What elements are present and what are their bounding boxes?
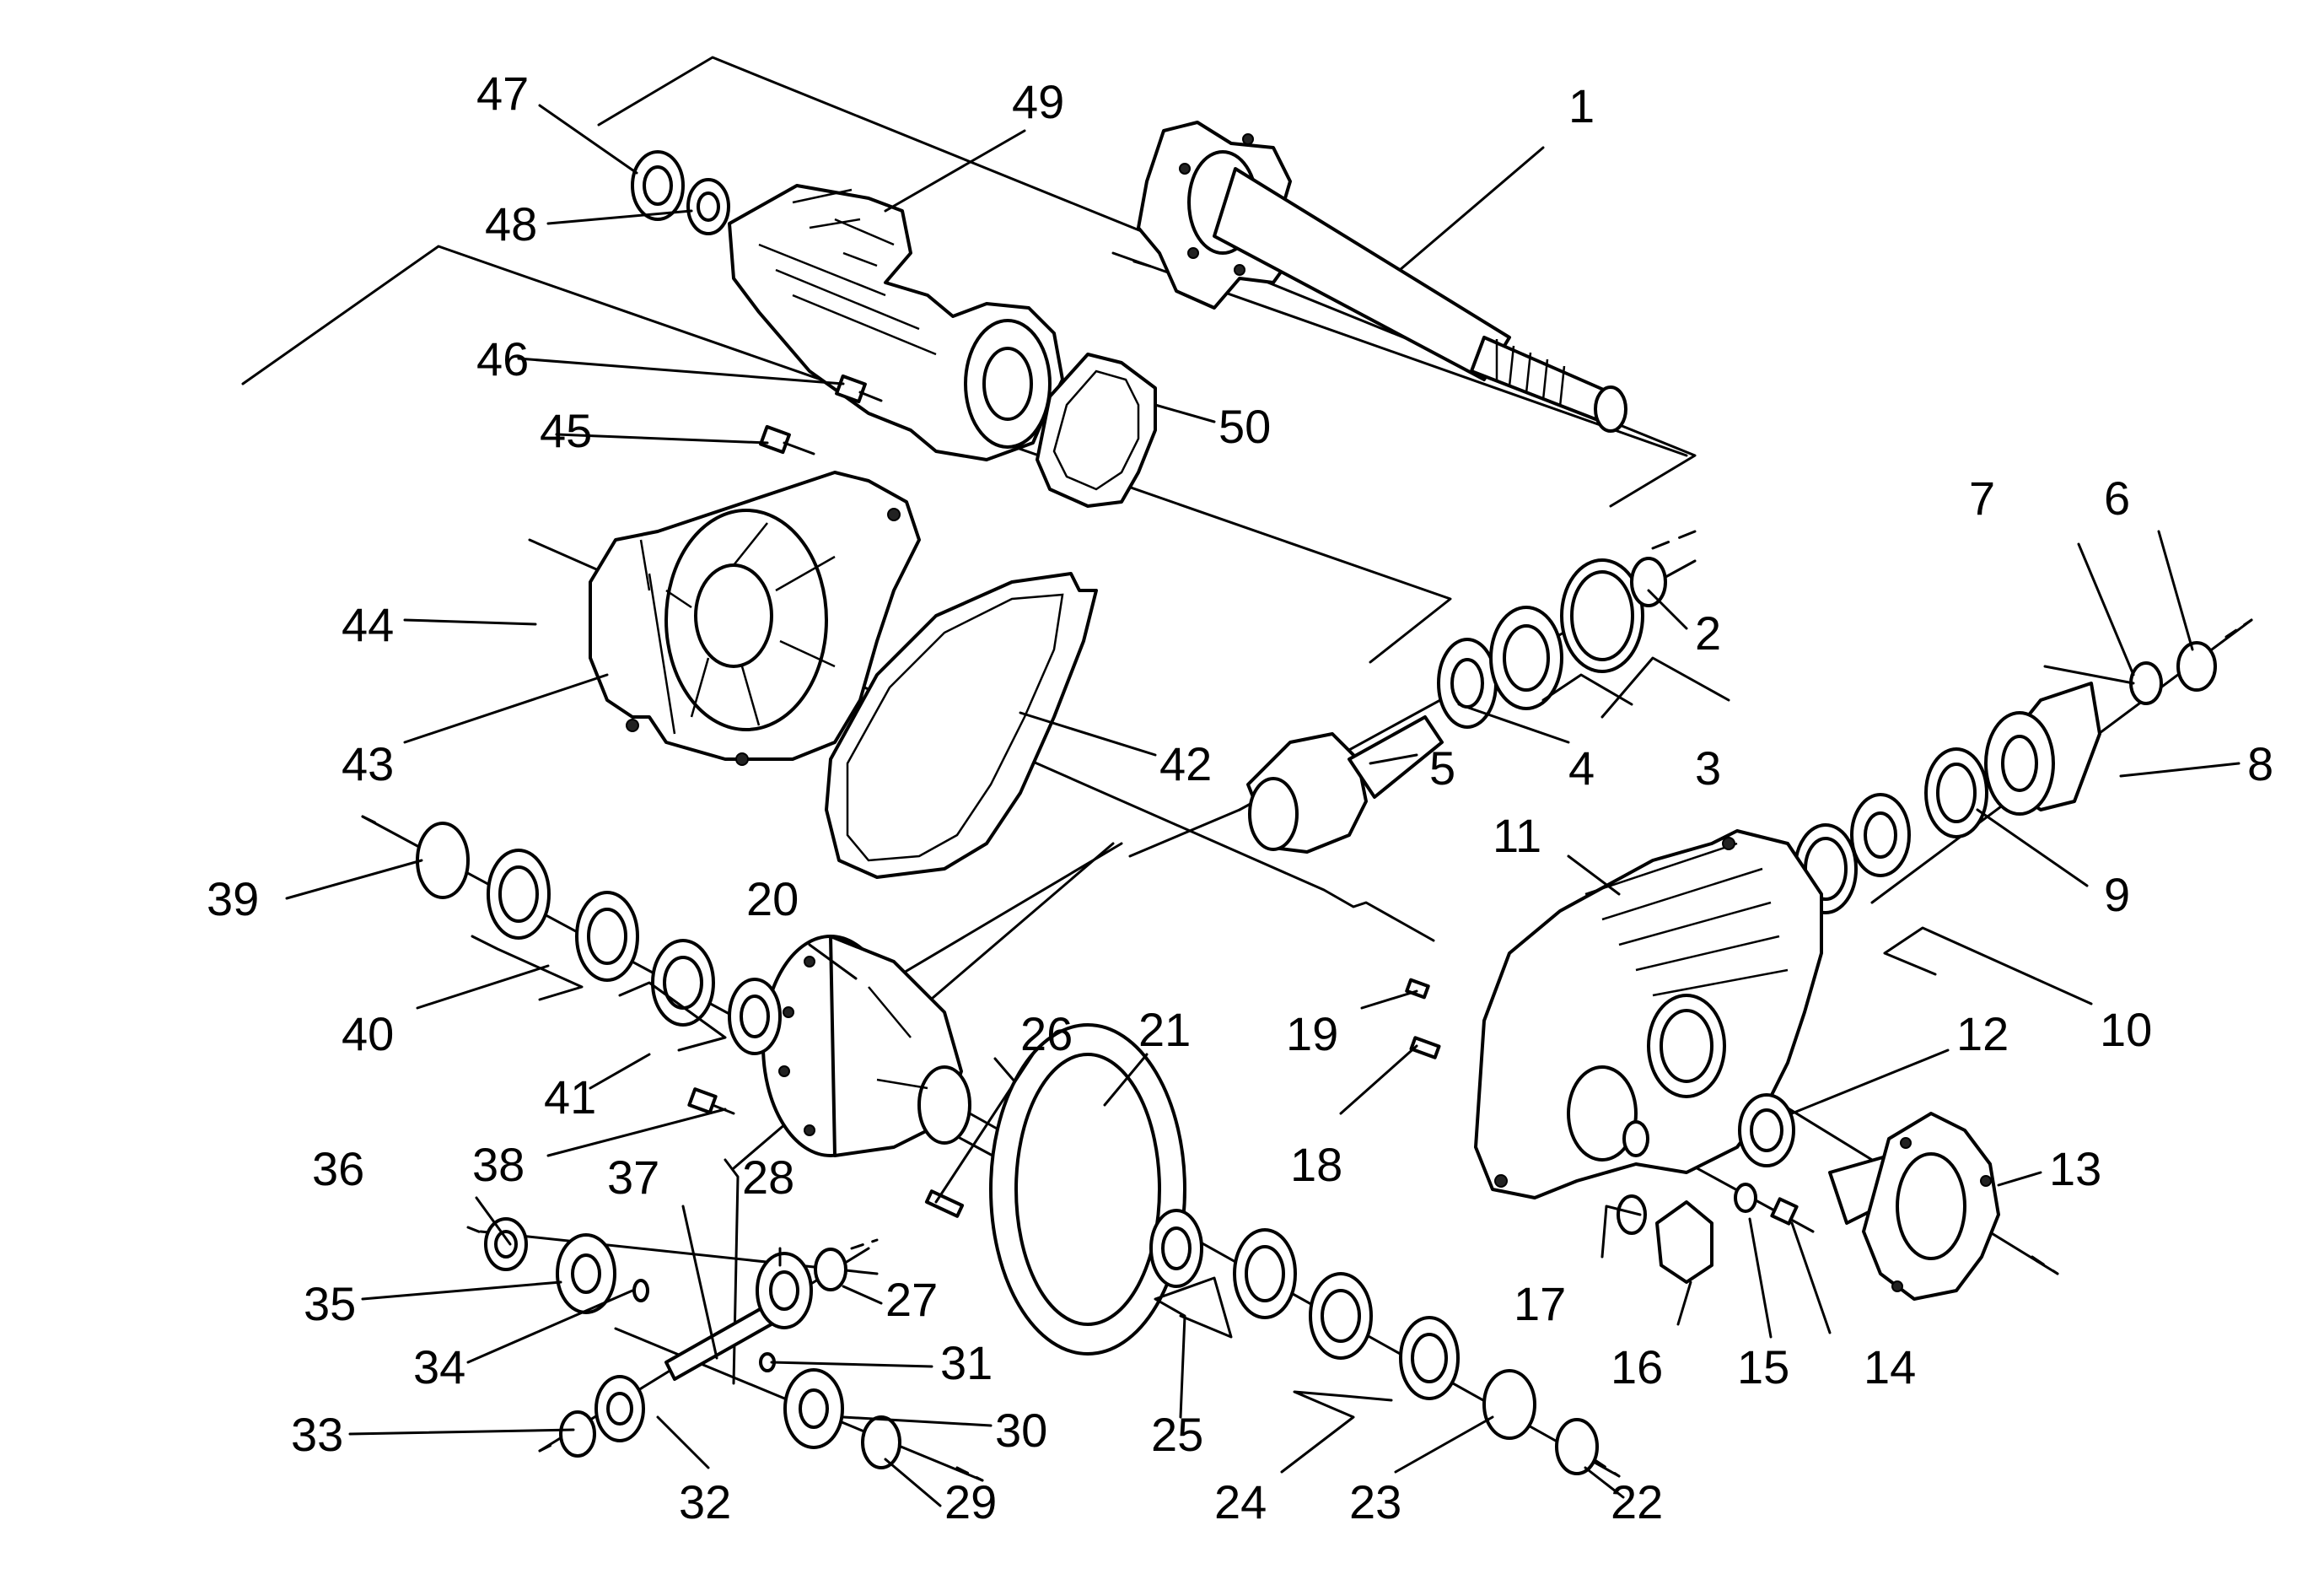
callout-30: 30 bbox=[995, 1404, 1047, 1457]
callout-32: 32 bbox=[679, 1475, 731, 1528]
callout-20: 20 bbox=[746, 872, 799, 925]
callout-34: 34 bbox=[413, 1340, 465, 1393]
callout-26: 26 bbox=[1020, 1007, 1073, 1060]
spider-gears bbox=[484, 1217, 901, 1469]
callout-50: 50 bbox=[1218, 400, 1271, 453]
callout-23: 23 bbox=[1349, 1475, 1401, 1528]
callout-3: 3 bbox=[1695, 741, 1721, 795]
callout-21: 21 bbox=[1138, 1003, 1191, 1056]
callout-24: 24 bbox=[1214, 1475, 1267, 1528]
pinion-bearings-2-3-4 bbox=[1437, 557, 1667, 729]
lock-pin bbox=[924, 1189, 965, 1218]
carrier-gasket bbox=[825, 572, 1098, 879]
differential-housing bbox=[1474, 829, 1823, 1199]
callout-4: 4 bbox=[1568, 741, 1595, 795]
callout-13: 13 bbox=[2049, 1142, 2101, 1195]
axle-tube-housing bbox=[728, 184, 1064, 461]
axle-seal-and-bearing bbox=[631, 150, 730, 235]
callout-6: 6 bbox=[2104, 472, 2130, 525]
callout-33: 33 bbox=[291, 1408, 343, 1461]
callout-28: 28 bbox=[742, 1151, 794, 1204]
studs-18-19 bbox=[1405, 978, 1441, 1059]
callout-8: 8 bbox=[2247, 737, 2273, 790]
callout-10: 10 bbox=[2100, 1003, 2152, 1056]
callout-41: 41 bbox=[544, 1070, 596, 1124]
bearings-22-25 bbox=[1149, 1209, 1599, 1475]
callout-19: 19 bbox=[1286, 1007, 1338, 1060]
leader-lines bbox=[285, 104, 2241, 1507]
callout-11: 11 bbox=[1493, 809, 1541, 862]
callout-labels: 1 2 3 4 5 6 7 8 9 10 11 12 13 14 15 16 1… bbox=[207, 67, 2273, 1528]
callout-7: 7 bbox=[1969, 472, 1995, 525]
callout-14: 14 bbox=[1864, 1340, 1916, 1393]
callout-36: 36 bbox=[312, 1142, 364, 1195]
callout-1: 1 bbox=[1568, 79, 1595, 132]
pinion-yoke bbox=[1984, 641, 2217, 816]
ring-gear-bolt bbox=[687, 1087, 735, 1115]
differential-case bbox=[761, 935, 971, 1157]
callout-44: 44 bbox=[342, 598, 394, 651]
callout-9: 9 bbox=[2104, 868, 2130, 921]
ring-gear bbox=[989, 1023, 1186, 1356]
callout-40: 40 bbox=[342, 1007, 394, 1060]
callout-25: 25 bbox=[1151, 1408, 1203, 1461]
callout-46: 46 bbox=[476, 332, 529, 385]
callout-49: 49 bbox=[1012, 75, 1064, 128]
axle-tube-gasket bbox=[1036, 353, 1157, 508]
callout-29: 29 bbox=[944, 1475, 997, 1528]
bearings-39-41 bbox=[416, 822, 782, 1055]
callout-48: 48 bbox=[485, 197, 537, 251]
bolts-45-46 bbox=[759, 374, 883, 455]
callout-38: 38 bbox=[472, 1138, 525, 1191]
callout-18: 18 bbox=[1290, 1138, 1342, 1191]
callout-22: 22 bbox=[1611, 1475, 1663, 1528]
callout-39: 39 bbox=[207, 872, 259, 925]
callout-15: 15 bbox=[1737, 1340, 1789, 1393]
callout-45: 45 bbox=[540, 404, 592, 457]
callout-17: 17 bbox=[1514, 1277, 1566, 1330]
callout-47: 47 bbox=[476, 67, 529, 120]
lock-parts-14-17 bbox=[1617, 1120, 1799, 1284]
callout-5: 5 bbox=[1429, 741, 1455, 795]
carrier-case-left bbox=[589, 471, 921, 766]
callout-42: 42 bbox=[1159, 737, 1212, 790]
callout-16: 16 bbox=[1611, 1340, 1663, 1393]
callout-27: 27 bbox=[885, 1273, 938, 1326]
callout-2: 2 bbox=[1695, 606, 1721, 660]
callout-43: 43 bbox=[342, 737, 394, 790]
callout-31: 31 bbox=[940, 1336, 993, 1389]
axle-shaft bbox=[1137, 121, 1627, 433]
callout-12: 12 bbox=[1956, 1007, 2009, 1060]
output-seal-and-flange bbox=[1738, 1093, 2000, 1301]
callout-37: 37 bbox=[607, 1151, 659, 1204]
pinion-gear bbox=[1246, 715, 1444, 854]
callout-35: 35 bbox=[304, 1277, 356, 1330]
